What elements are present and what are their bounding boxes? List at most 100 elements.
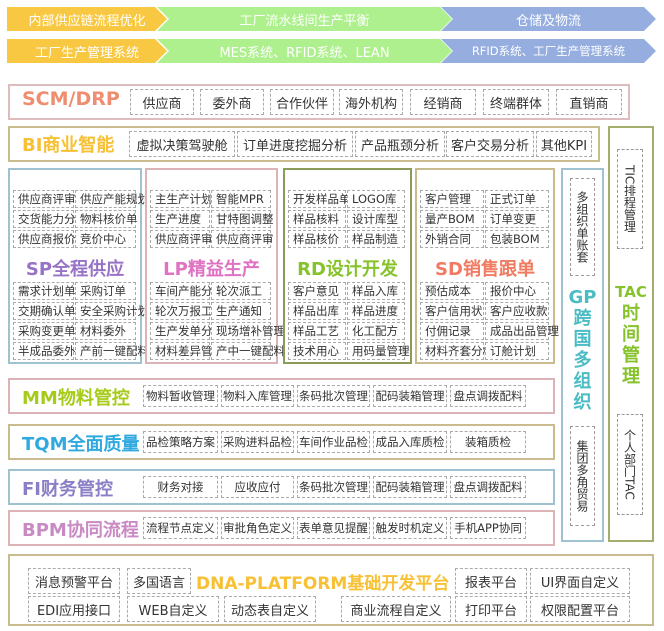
sp-item: 供应商评审: [13, 190, 76, 208]
rd-item: 样品制造: [347, 230, 405, 248]
tqm-item: 采购进料品检: [221, 431, 294, 453]
lp-item: 材料差异管理: [150, 342, 224, 360]
sp-item: 采购订单: [75, 282, 136, 300]
bi-item: 其他KPI: [536, 131, 592, 157]
sp-item: 供应商报价: [13, 230, 76, 248]
scm-item: 直销商: [556, 89, 622, 115]
gp-title-line: GP: [568, 287, 597, 308]
dna-item: UI界面自定义: [530, 568, 630, 594]
scm-item: 供应商: [130, 89, 194, 115]
sd-item: 订舱计划: [485, 342, 549, 360]
bi-item: 虚拟决策驾驶舱: [129, 131, 235, 157]
sd-item: 材料齐套分析: [420, 342, 494, 360]
dna-item: 打印平台: [455, 596, 527, 622]
sp-item: 供应产能规划: [75, 190, 149, 208]
sd-item: 包装BOM: [485, 230, 549, 248]
tqm-title: TQM全面质量: [22, 434, 140, 455]
mm-title: MM物料管控: [22, 388, 130, 409]
dna-item: WEB自定义: [127, 596, 219, 622]
sd-item: 订单变更: [485, 210, 549, 228]
gp-item: 集团多角贸易: [570, 426, 595, 526]
sd-item: 客户信用状: [420, 302, 484, 320]
lp-item: 产中一键配料: [211, 342, 285, 360]
rd-item: 开发样品单: [288, 190, 351, 208]
sp-item: 材料委外: [75, 322, 136, 340]
sd-item: 量产BOM: [420, 210, 484, 228]
gp-item: 多组织单账套: [570, 178, 595, 276]
gp-title-line: 多: [573, 350, 592, 371]
rd-item: 样品进度: [347, 302, 405, 320]
sp-title: SP全程供应: [25, 259, 125, 280]
scm-title: SCM/DRP: [22, 88, 120, 110]
tac-title-line: 间: [622, 324, 640, 345]
rd-item: 样品出库: [288, 302, 346, 320]
lp-item: 生产通知: [211, 302, 271, 320]
tac-title-line: 理: [622, 366, 640, 387]
lp-item: 供应商评审: [150, 230, 213, 248]
sp-item: 采购变更单: [13, 322, 76, 340]
tac-title-line: 时: [622, 303, 640, 324]
rd-item: 样品工艺: [288, 322, 346, 340]
lp-title: LP精益生产: [163, 259, 260, 280]
rd-item: 设计库型: [347, 210, 405, 228]
lp-item: 轮次派工: [211, 282, 271, 300]
dna-item: 动态表自定义: [224, 596, 316, 622]
rd-item: LOGO库: [347, 190, 405, 208]
tac-title-line: TAC: [615, 283, 647, 301]
scm-item: 海外机构: [339, 89, 403, 115]
sp-item: 物料核价单: [75, 210, 138, 228]
fi-item: 应收应付: [221, 476, 294, 498]
tqm-item: 装箱质检: [450, 431, 526, 453]
tqm-section: [8, 424, 555, 460]
tqm-item: 成品入库质检: [373, 431, 447, 453]
lp-item: 轮次万报工: [150, 302, 213, 320]
gp-title-line: 织: [573, 392, 592, 413]
rd-item: 样品核价: [288, 230, 346, 248]
tqm-item: 车间作业品检: [297, 431, 370, 453]
sp-item: 交期确认单: [13, 302, 76, 320]
fi-item: 盘点调拨配料: [450, 476, 526, 498]
scm-item: 委外商: [200, 89, 264, 115]
sp-item: 交货能力分析: [13, 210, 87, 228]
sd-item: 客户管理: [420, 190, 484, 208]
rd-item: 样品核料: [288, 210, 346, 228]
banner-mes-rfid-lean: MES系统、RFID系统、LEAN: [157, 39, 452, 63]
sd-item: 外销合同: [420, 230, 484, 248]
dna-item: 报表平台: [455, 568, 527, 594]
lp-item: 甘特图调整: [211, 210, 274, 228]
rd-item: 化工配方: [347, 322, 405, 340]
banner-line-balance: 工厂流水线间生产平衡: [157, 7, 452, 31]
dna-title: DNA-PLATFORM基础开发平台: [196, 574, 450, 594]
sp-item: 需求计划单: [13, 282, 76, 300]
scm-item: 经销商: [410, 89, 476, 115]
bi-item: 产品瓶颈分析: [355, 131, 445, 157]
sd-item: 报价中心: [485, 282, 549, 300]
gp-title-line: 组: [573, 371, 592, 392]
dna-item: 权限配置平台: [530, 596, 630, 622]
bi-item: 客户交易分析: [446, 131, 534, 157]
lp-item: 生产发单分析: [150, 322, 224, 340]
sd-item: 客户应收款: [485, 302, 549, 320]
sd-item: 预估成本: [420, 282, 484, 300]
mm-item: 物料暂收管理: [143, 385, 218, 407]
sd-title: SD销售跟单: [435, 259, 535, 280]
fi-item: 配码装箱管理: [373, 476, 447, 498]
bpm-item: 流程节点定义: [143, 517, 218, 539]
lp-item: 主生产计划: [150, 190, 213, 208]
sp-item: 竞价中心: [75, 230, 136, 248]
banner-rfid-factory: RFID系统、工厂生产管理系统: [441, 39, 656, 63]
tac-title-line: 管: [622, 345, 640, 366]
mm-item: 盘点调拨配料: [450, 385, 526, 407]
sp-item: 安全采购计划: [75, 302, 149, 320]
sd-item: 正式订单: [485, 190, 549, 208]
sd-item: 成品出品管理: [485, 322, 559, 340]
fi-item: 条码批次管理: [297, 476, 370, 498]
mm-item: 条码批次管理: [297, 385, 370, 407]
lp-item: 生产进度: [150, 210, 210, 228]
tac-title: TAC 时 间 管 理: [608, 282, 654, 387]
mm-item: 物料入库管理: [221, 385, 294, 407]
sp-item: 半成品委外: [13, 342, 76, 360]
scm-item: 终端群体: [483, 89, 549, 115]
banner-supply-chain: 内部供应链流程优化: [7, 7, 167, 31]
lp-item: 供应商评审: [211, 230, 274, 248]
